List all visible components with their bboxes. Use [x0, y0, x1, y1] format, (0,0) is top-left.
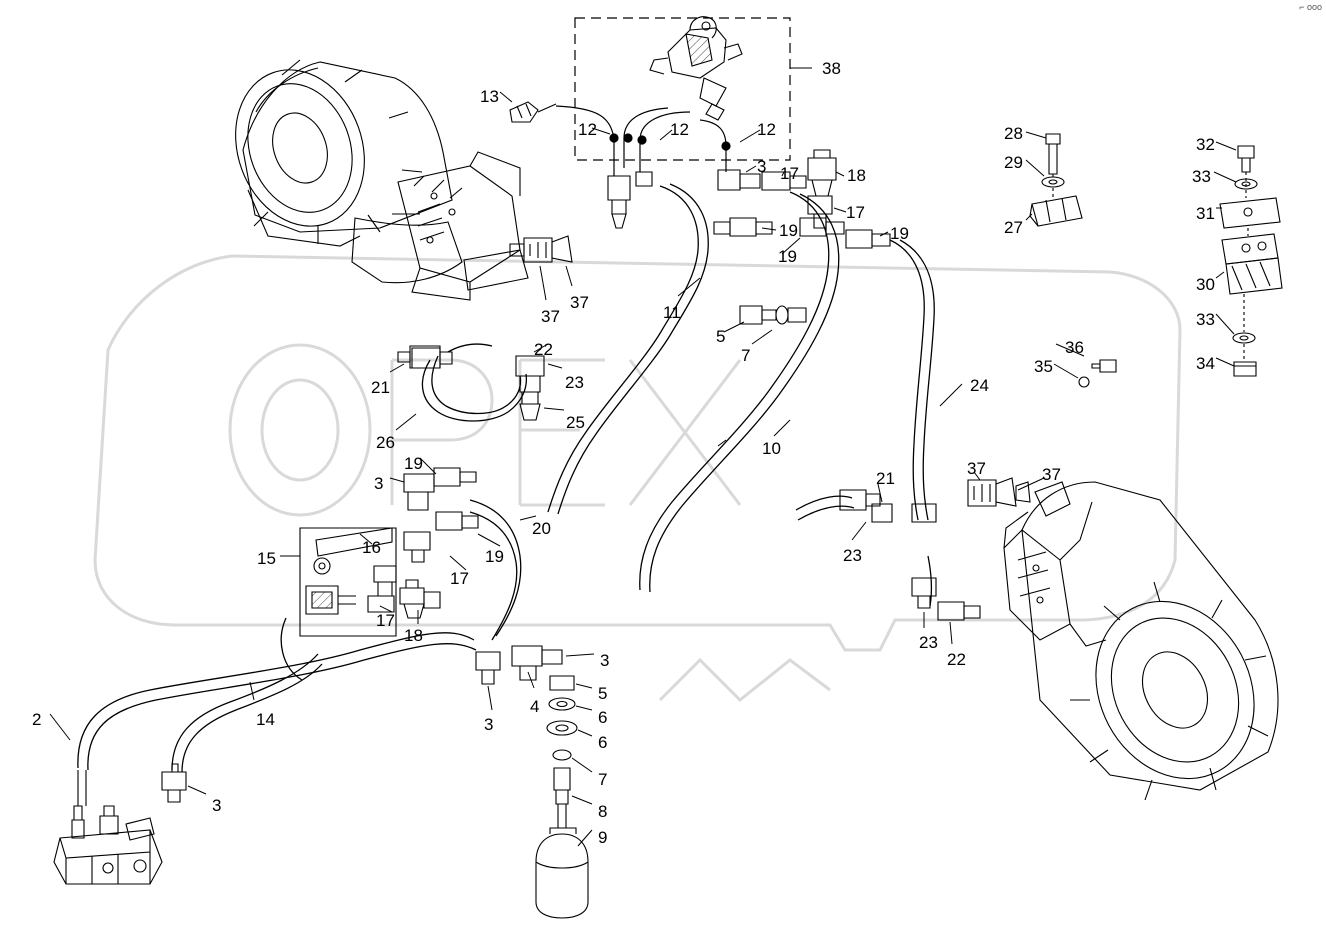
callout-37c: 37	[967, 459, 986, 478]
callout-10: 10	[762, 439, 781, 458]
callout-3d: 3	[484, 715, 494, 734]
callout-4: 4	[530, 697, 540, 716]
callout-19a: 19	[779, 221, 798, 240]
accumulator-stack	[475, 645, 589, 919]
callout-23a: 23	[565, 373, 584, 392]
callout-12c: 12	[757, 120, 776, 139]
callout-5b: 5	[598, 684, 608, 703]
callout-34: 34	[1196, 354, 1215, 373]
callout-22b: 22	[947, 650, 966, 669]
callout-17c: 17	[450, 569, 469, 588]
callout-32: 32	[1196, 135, 1215, 154]
quick-couplers-left-37	[509, 235, 573, 263]
callout-19d: 19	[404, 454, 423, 473]
callout-38: 38	[822, 59, 841, 78]
callout-23c: 23	[919, 633, 938, 652]
callout-27: 27	[1004, 218, 1023, 237]
leaders-bottom-stack	[487, 653, 595, 847]
callout-36: 36	[1065, 338, 1084, 357]
callout-18b: 18	[404, 626, 423, 645]
callout-16: 16	[362, 538, 381, 557]
watermark	[93, 254, 1182, 703]
leader-15	[280, 548, 301, 566]
callout-8: 8	[598, 802, 608, 821]
callout-3e: 3	[212, 796, 222, 815]
leader-3-bottom-left	[187, 785, 207, 795]
callout-37a: 37	[541, 307, 560, 326]
callout-17a: 17	[780, 164, 799, 183]
callout-15: 15	[257, 549, 276, 568]
callout-21b: 21	[876, 469, 895, 488]
callout-2: 2	[32, 710, 42, 729]
leaders-left-cluster	[379, 343, 565, 624]
callout-17b: 17	[846, 203, 865, 222]
callout-12b: 12	[670, 120, 689, 139]
leaders-hose-labels	[49, 277, 963, 741]
callout-7a: 7	[741, 346, 751, 365]
callout-6a: 6	[598, 708, 608, 727]
left-final-drive-assembly	[235, 59, 529, 301]
callout-33a: 33	[1192, 167, 1211, 186]
leader-13	[499, 91, 513, 103]
inline-fittings	[367, 305, 807, 619]
leaders-37-right	[973, 471, 1045, 491]
valve-assembly-38	[649, 16, 743, 121]
bottom-left-valve-block	[53, 770, 163, 885]
callout-30: 30	[1196, 275, 1215, 294]
group-38-dashed-box	[574, 17, 791, 161]
left-21-fitting	[397, 345, 441, 369]
callout-26: 26	[376, 433, 395, 452]
callout-12a: 12	[578, 120, 597, 139]
leaders-37-left	[539, 265, 573, 301]
leaders-right-lower	[851, 483, 953, 645]
callout-5a: 5	[716, 327, 726, 346]
leader-16	[359, 533, 373, 545]
callout-21a: 21	[371, 378, 390, 397]
callout-19e: 19	[485, 547, 504, 566]
callout-24: 24	[970, 376, 989, 395]
leaders-upper-manifold	[745, 165, 889, 255]
hydraulic-hoses	[77, 183, 935, 773]
switch-assembly-15-16	[299, 527, 397, 637]
callout-31: 31	[1196, 204, 1215, 223]
leaders-12	[591, 127, 761, 143]
callout-37d: 37	[1042, 465, 1061, 484]
callout-14: 14	[256, 710, 275, 729]
callout-22a: 22	[534, 340, 553, 359]
right-final-drive-assembly	[1003, 481, 1279, 801]
hardware-stack-28-34	[1029, 133, 1283, 388]
callout-3c: 3	[600, 651, 610, 670]
callout-19c: 19	[778, 247, 797, 266]
callout-35: 35	[1034, 357, 1053, 376]
callout-7b: 7	[598, 770, 608, 789]
tube-set-12	[555, 105, 731, 176]
callout-37b: 37	[570, 293, 589, 312]
callout-19b: 19	[890, 224, 909, 243]
callout-20: 20	[532, 519, 551, 538]
callout-3b: 3	[374, 474, 384, 493]
callout-3a: 3	[757, 157, 767, 176]
leaders-right-hardware	[1025, 131, 1237, 379]
callout-13: 13	[480, 87, 499, 106]
callout-18a: 18	[847, 166, 866, 185]
upper-manifold-fittings	[607, 149, 891, 249]
callout-6b: 6	[598, 733, 608, 752]
callout-17d: 17	[376, 611, 395, 630]
quick-couplers-right-37	[967, 477, 1031, 507]
callout-33b: 33	[1196, 310, 1215, 329]
callout-11: 11	[663, 303, 681, 322]
right-lower-fittings	[839, 489, 981, 621]
corner-mark: ⌐ ooo	[1299, 2, 1322, 12]
callout-28: 28	[1004, 124, 1023, 143]
connector-13	[509, 101, 557, 123]
callout-25: 25	[566, 413, 585, 432]
connector-3-bottom-left	[161, 763, 187, 803]
callout-29: 29	[1004, 153, 1023, 172]
callout-23b: 23	[843, 546, 862, 565]
callout-9: 9	[598, 828, 608, 847]
